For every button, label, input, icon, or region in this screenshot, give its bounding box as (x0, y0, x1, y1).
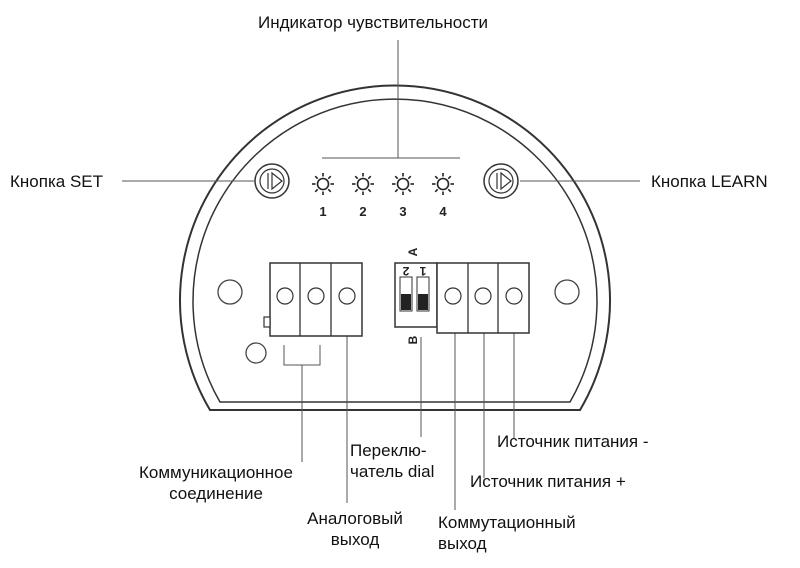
terminal-screw (338, 287, 356, 305)
housing-outer (179, 84, 611, 411)
sensitivity-indicator-label: Индикатор чувствительности (258, 13, 489, 32)
terminal-screw (444, 287, 462, 305)
terminal-screw (276, 287, 294, 305)
led-3: 3 (392, 173, 414, 219)
communication-line2: соединение (169, 484, 263, 503)
led-number: 1 (319, 204, 326, 219)
mounting-hole-small (245, 342, 267, 364)
analog-line1: Аналоговый (307, 509, 403, 528)
play-icon (500, 171, 512, 191)
sun-icon (312, 173, 334, 195)
led-number: 2 (359, 204, 366, 219)
left-terminal-block (263, 262, 363, 337)
dip-position-b: B (406, 335, 420, 344)
dial-switch-label: Переклю- чатель dial (350, 440, 434, 482)
mounting-hole-right (554, 279, 580, 305)
learn-button-label: Кнопка LEARN (651, 172, 768, 191)
dip-switch-1-label: 1 (419, 264, 426, 278)
dial-line2: чатель dial (350, 462, 435, 481)
set-button-label: Кнопка SET (10, 172, 104, 191)
led-number: 4 (439, 204, 447, 219)
switching-line1: Коммутационный (438, 513, 576, 532)
communication-line1: Коммуникационное (139, 463, 293, 482)
housing-inner (192, 98, 598, 403)
led-number: 3 (399, 204, 406, 219)
dip-position-a: A (406, 247, 420, 256)
dip-switch-2-label: 2 (402, 264, 409, 278)
terminal-screw (307, 287, 325, 305)
power-plus-label: Источник питания + (470, 472, 626, 491)
right-terminal-block (436, 262, 530, 334)
switching-output-label: Коммутационный выход (438, 512, 576, 554)
analog-line2: выход (330, 530, 380, 549)
play-icon (271, 171, 283, 191)
sun-icon (432, 173, 454, 195)
sun-icon (392, 173, 414, 195)
switching-line2: выход (438, 534, 487, 553)
analog-output-label: Аналоговый выход (305, 508, 405, 550)
mounting-hole-left (217, 279, 243, 305)
led-4: 4 (432, 173, 454, 219)
set-button[interactable] (254, 163, 290, 199)
led-1: 1 (312, 173, 334, 219)
led-2: 2 (352, 173, 374, 219)
communication-connection-label: Коммуникационное соединение (122, 462, 310, 504)
dial-line1: Переклю- (350, 441, 427, 460)
sun-icon (352, 173, 374, 195)
terminal-screw (474, 287, 492, 305)
terminal-screw (505, 287, 523, 305)
led-indicators: 1 2 3 4 (312, 173, 454, 219)
dip-switch[interactable]: A B 2 1 (394, 247, 438, 344)
power-minus-label: Источник питания - (497, 432, 649, 451)
learn-button[interactable] (483, 163, 519, 199)
